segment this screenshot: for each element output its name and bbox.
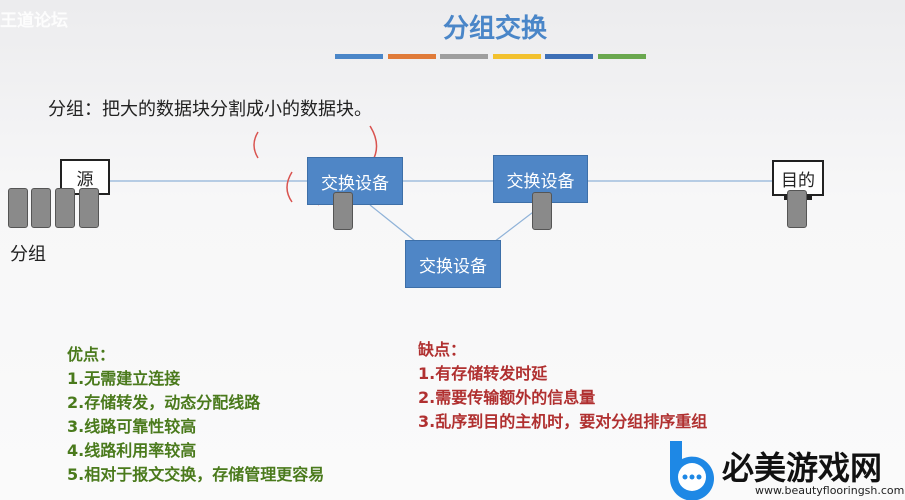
title-color-bar [598,54,646,59]
handwritten-paren [253,131,259,159]
title-color-bar [440,54,489,59]
advantage-item: 3.线路可靠性较高 [67,417,197,436]
chat-b-logo-icon [670,441,714,500]
title-color-bar [387,54,436,59]
packet-arrived [787,190,807,228]
packet-in-transit [333,192,353,230]
link-line [369,204,421,246]
site-logo: 必美游戏网 www.beautyflooringsh.com [660,437,905,500]
disadvantage-item: 2.需要传输额外的信息量 [418,388,596,407]
packet [8,188,28,228]
intro-text: 分组：把大的数据块分割成小的数据块。 [48,99,372,120]
watermark-text: 王道论坛 [0,11,68,31]
handwritten-paren [286,171,293,203]
switch-1: 交换设备 [307,157,403,205]
advantages-list: 优点： 1.无需建立连接 2.存储转发，动态分配线路 3.线路可靠性较高 4.线… [67,343,324,487]
packets-label: 分组 [10,244,46,265]
advantage-item: 2.存储转发，动态分配线路 [67,393,261,412]
disadvantages-heading: 缺点： [418,340,467,359]
packet [55,188,75,228]
disadvantages-list: 缺点： 1.有存储转发时延 2.需要传输额外的信息量 3.乱序到目的主机时，要对… [418,338,707,434]
title-color-bar [492,54,541,59]
advantage-item: 1.无需建立连接 [67,369,181,388]
advantages-heading: 优点： [67,345,116,364]
title-color-bar [335,54,383,59]
advantage-item: 5.相对于报文交换，存储管理更容易 [67,465,325,484]
advantage-item: 4.线路利用率较高 [67,441,197,460]
logo-name: 必美游戏网 [722,449,883,487]
packet [31,188,51,228]
disadvantage-item: 1.有存储转发时延 [418,364,548,383]
packet-in-transit [532,192,552,230]
logo-url: www.beautyflooringsh.com [755,484,905,497]
switch-3: 交换设备 [405,240,501,288]
packet [79,188,99,228]
disadvantage-item: 3.乱序到目的主机时，要对分组排序重组 [418,412,708,431]
title-color-bar [545,54,594,59]
slide-title: 分组交换 [442,14,547,44]
